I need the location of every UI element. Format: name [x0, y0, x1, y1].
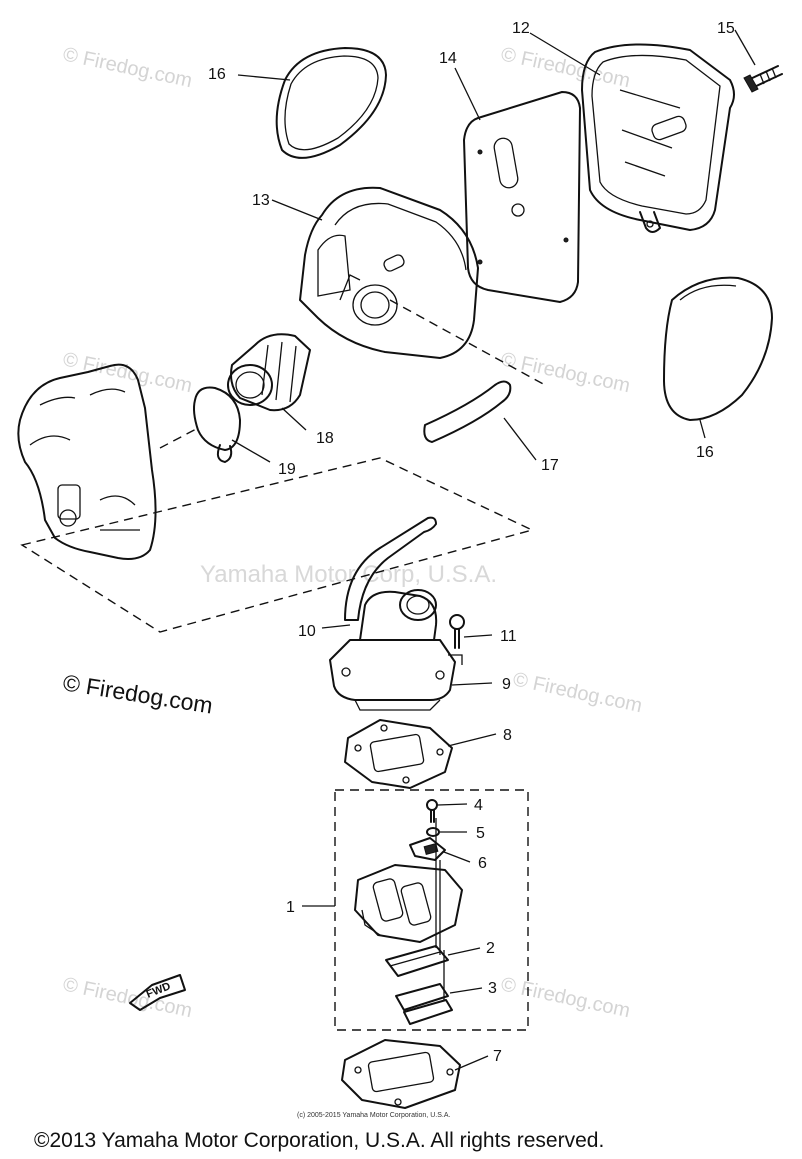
callout-10: 10: [298, 623, 316, 640]
part-11-screw: [448, 614, 465, 665]
callout-11: 11: [500, 628, 517, 645]
watermark-top-right: © Firedog.com: [499, 43, 632, 92]
callout-14: 14: [439, 50, 457, 67]
callout-4: 4: [474, 797, 483, 814]
watermark-dark: © Firedog.com: [61, 669, 214, 718]
callout-12: 12: [512, 20, 530, 37]
callout-13: 13: [252, 192, 270, 209]
part-3-reed-stopper: [395, 983, 453, 1025]
watermark-center: Yamaha Motor Corp, U.S.A.: [200, 561, 497, 588]
part-6-stopper: [409, 837, 446, 861]
fwd-arrow: FWD: [129, 974, 186, 1011]
part-9-manifold: [329, 589, 456, 711]
part-7-gasket: [341, 1039, 461, 1109]
part-4-screw: [426, 799, 438, 823]
callout-1: 1: [286, 899, 295, 916]
leader-lines: [231, 29, 756, 1071]
reed-valve-body: [354, 864, 463, 943]
part-16-cover-lower: [663, 276, 773, 421]
callout-16-upper: 16: [208, 66, 226, 83]
engine-case: [17, 363, 157, 560]
part-5-washer: [426, 827, 440, 837]
watermark-right-lower: © Firedog.com: [511, 668, 644, 717]
part-14-element-plate: [463, 91, 581, 303]
callout-16-lower: 16: [696, 444, 714, 461]
part-8-gasket: [344, 719, 453, 789]
watermark-bottom-left: © Firedog.com: [61, 973, 194, 1022]
callout-7: 7: [493, 1048, 502, 1065]
reed-assembly-box: [334, 789, 529, 1031]
callout-8: 8: [503, 727, 512, 744]
alignment-lines: [435, 818, 445, 1000]
part-15-screw: [743, 65, 783, 93]
callout-19: 19: [278, 461, 296, 478]
callout-2: 2: [486, 940, 495, 957]
part-12-case-cap: [581, 43, 735, 233]
callout-17: 17: [541, 457, 559, 474]
small-copyright: (c) 2005-2015 Yamaha Motor Corporation, …: [297, 1112, 450, 1119]
callout-9: 9: [502, 676, 511, 693]
callout-18: 18: [316, 430, 334, 447]
watermark-mid-right: © Firedog.com: [499, 348, 632, 397]
part-16-cover-ring-upper: [275, 47, 387, 159]
callout-15: 15: [717, 20, 735, 37]
part-19-clamp: [193, 386, 241, 463]
callout-6: 6: [478, 855, 487, 872]
footer-copyright: ©2013 Yamaha Motor Corporation, U.S.A. A…: [34, 1129, 604, 1152]
part-13-air-case: [299, 186, 479, 359]
assembly-line-upper: [20, 299, 546, 633]
watermark-bottom-right: © Firedog.com: [499, 973, 632, 1022]
callout-5: 5: [476, 825, 485, 842]
part-10-hose: [344, 516, 437, 621]
part-2-reed: [385, 945, 449, 977]
part-18-joint: [227, 333, 311, 412]
callout-3: 3: [488, 980, 497, 997]
watermark-top-left: © Firedog.com: [61, 43, 194, 92]
part-17-hose: [423, 380, 512, 443]
